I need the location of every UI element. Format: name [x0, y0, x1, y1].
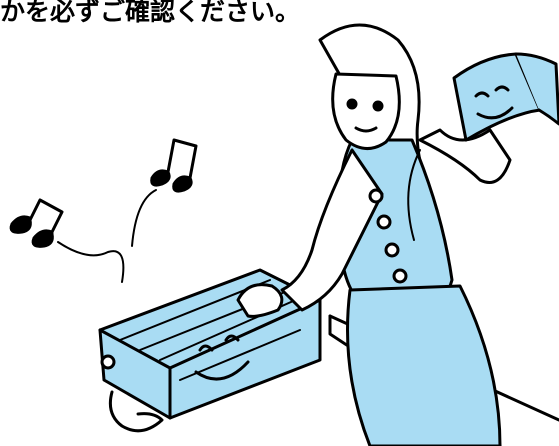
booklet	[452, 52, 559, 142]
woman	[236, 23, 512, 446]
music-note-icon	[131, 138, 198, 247]
music-note-icon	[9, 198, 125, 283]
caption-text: かを必ずご確認ください。	[0, 0, 301, 26]
